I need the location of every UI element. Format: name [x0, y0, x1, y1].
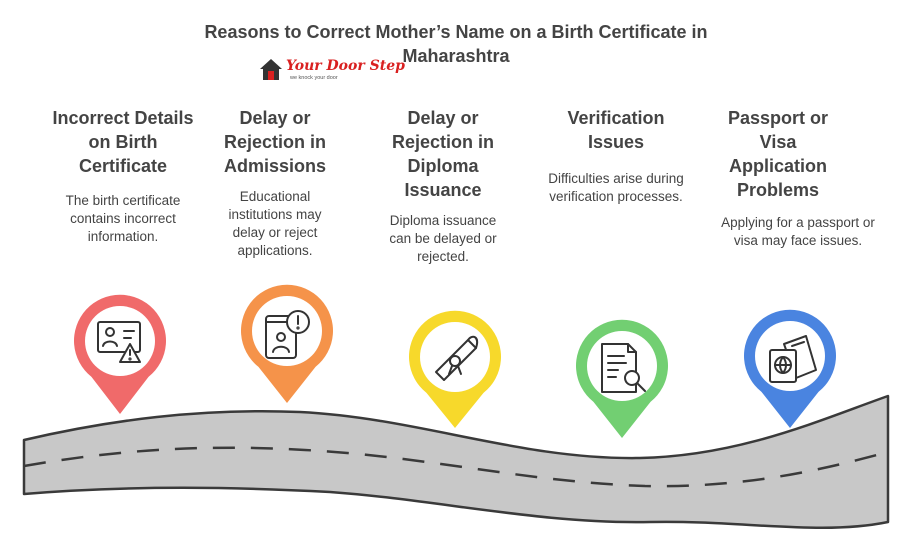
map-pin-center-1 — [85, 306, 155, 376]
reason-description: Applying for a passport or visa may face… — [721, 215, 875, 248]
brand-logo: Your Door Step we knock your door — [258, 56, 405, 86]
phone-alert-icon — [265, 310, 310, 359]
passport-icon — [769, 335, 817, 383]
reason-card-4: Verification Issues Difficulties arise d… — [548, 106, 684, 206]
logo-name: Your Door Step — [286, 58, 405, 74]
reason-card-1: Incorrect Details on Birth Certificate T… — [48, 106, 198, 246]
page-title: Reasons to Correct Mother’s Name on a Bi… — [204, 22, 708, 66]
document-search-icon — [601, 343, 646, 393]
reason-card-5: Passport or Visa Application Problems Ap… — [718, 106, 875, 250]
reason-description: The birth certificate contains incorrect… — [65, 193, 181, 244]
reason-heading: Delay or Rejection in Diploma Issuance — [391, 108, 494, 200]
diploma-icon — [435, 335, 478, 381]
road — [22, 394, 890, 530]
id-card-warning-icon — [97, 321, 141, 363]
reason-card-3: Delay or Rejection in Diploma Issuance D… — [378, 106, 508, 266]
reason-description: Educational institutions may delay or re… — [228, 189, 322, 258]
map-pin-center-4 — [587, 331, 657, 401]
reason-heading: Delay or Rejection in Admissions — [223, 108, 327, 176]
reason-heading: Verification Issues — [567, 108, 665, 152]
house-icon — [260, 59, 282, 80]
reason-description: Diploma issuance can be delayed or rejec… — [389, 213, 497, 264]
logo-tagline: we knock your door — [290, 75, 338, 81]
reason-description: Difficulties arise during verification p… — [548, 171, 684, 204]
reason-heading: Incorrect Details on Birth Certificate — [52, 108, 194, 176]
map-pin-center-2 — [252, 296, 322, 366]
reason-heading: Passport or Visa Application Problems — [727, 108, 829, 200]
reason-card-2: Delay or Rejection in Admissions Educati… — [210, 106, 340, 260]
